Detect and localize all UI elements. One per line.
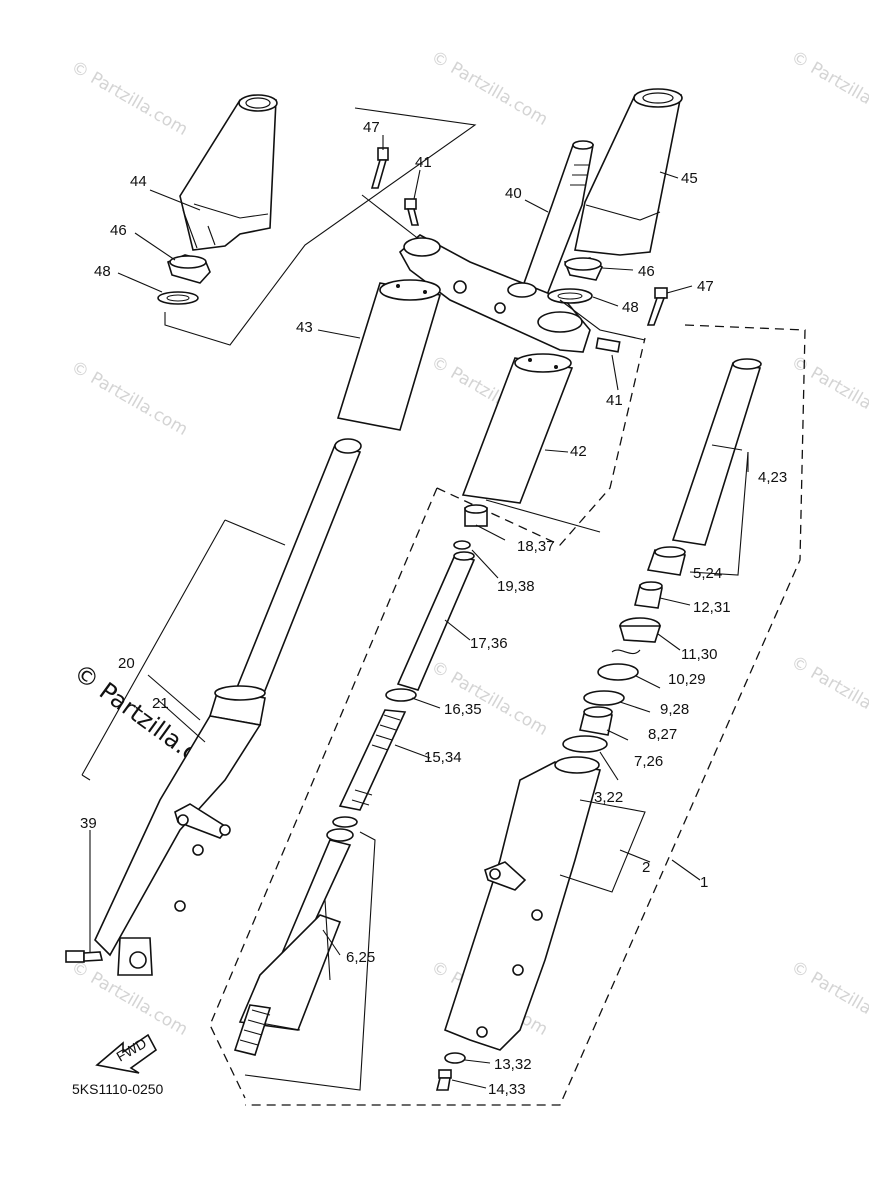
callout-44: 44 [130, 173, 147, 190]
cover-44-group [117, 94, 477, 346]
callout-3-22: 3,22 [594, 789, 623, 806]
callout-19-38: 19,38 [497, 578, 535, 595]
callout-13-32: 13,32 [494, 1056, 532, 1073]
callout-46: 46 [638, 263, 655, 280]
callout-48: 48 [622, 299, 639, 316]
callout-47: 47 [697, 278, 714, 295]
callout-21: 21 [152, 695, 169, 712]
guard-tubes [317, 279, 574, 504]
callout-45: 45 [681, 170, 698, 187]
callout-42: 42 [570, 443, 587, 460]
outer-tube-group [245, 324, 806, 1106]
watermark: © Partzilla.com [68, 57, 192, 140]
callout-labels: 44 46 48 47 41 40 45 46 48 47 41 43 42 4… [80, 119, 787, 1098]
callout-40: 40 [505, 185, 522, 202]
callout-17-36: 17,36 [470, 635, 508, 652]
callout-5-24: 5,24 [693, 565, 722, 582]
diagram-code: 5KS1110-0250 [72, 1081, 164, 1097]
watermark: © Partzilla.com [428, 47, 552, 130]
callout-15-34: 15,34 [424, 749, 462, 766]
cover-45-group [547, 88, 693, 341]
callout-16-35: 16,35 [444, 701, 482, 718]
callout-6-25: 6,25 [346, 949, 375, 966]
callout-18-37: 18,37 [517, 538, 555, 555]
callout-1: 1 [700, 874, 708, 891]
callout-41: 41 [415, 154, 432, 171]
watermark: © Partzilla.com [788, 957, 869, 1040]
assembled-fork-leg [65, 438, 362, 976]
watermark: © Partzilla.com [788, 352, 869, 435]
fwd-arrow-icon: FWD [95, 1033, 158, 1074]
callout-41: 41 [606, 392, 623, 409]
callout-10-29: 10,29 [668, 671, 706, 688]
watermark: © Partzilla.com [428, 657, 552, 740]
callout-12-31: 12,31 [693, 599, 731, 616]
watermark: © Partzilla.com [68, 357, 192, 440]
callout-43: 43 [296, 319, 313, 336]
inner-parts-group [209, 337, 646, 1099]
callout-14-33: 14,33 [488, 1081, 526, 1098]
callout-47: 47 [363, 119, 380, 136]
callout-2: 2 [642, 859, 650, 876]
callout-8-27: 8,27 [648, 726, 677, 743]
callout-7-26: 7,26 [634, 753, 663, 770]
upper-bracket-group [361, 135, 621, 391]
callout-9-28: 9,28 [660, 701, 689, 718]
callout-20: 20 [118, 655, 135, 672]
callout-4-23: 4,23 [758, 469, 787, 486]
callout-46: 46 [110, 222, 127, 239]
watermark: © Partzilla.com [788, 652, 869, 735]
callout-39: 39 [80, 815, 97, 832]
callout-48: 48 [94, 263, 111, 280]
callout-11-30: 11,30 [681, 646, 717, 663]
watermark: © Partzilla.com [788, 47, 869, 130]
